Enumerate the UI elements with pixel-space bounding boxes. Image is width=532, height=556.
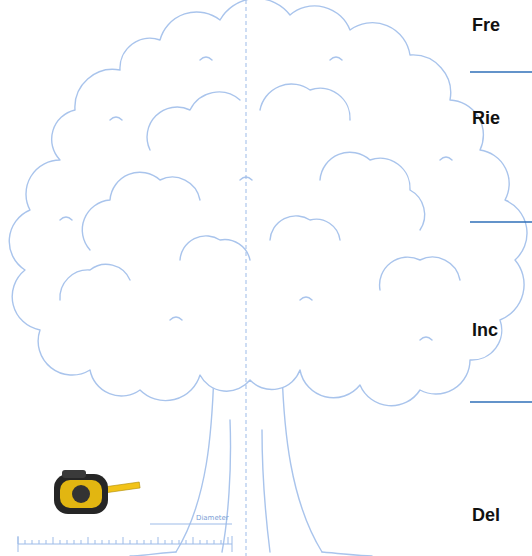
dimension-label: Diameter [196, 514, 229, 522]
ruler-tick [95, 540, 96, 544]
ruler-tick [67, 540, 68, 544]
ruler-tick [200, 540, 201, 544]
ruler-tick [221, 540, 222, 544]
ruler-tick [25, 540, 26, 544]
ruler-tick [46, 540, 47, 544]
ruler-tick [123, 537, 124, 544]
ruler-tick [214, 540, 215, 544]
ruler-tick [158, 537, 159, 544]
section-heading: Fre [472, 15, 500, 36]
ruler-tick [130, 540, 131, 544]
ruler-tick [151, 540, 152, 544]
ruler-tick [186, 540, 187, 544]
ruler-tick [193, 537, 194, 544]
ruler-tick [88, 537, 89, 544]
ruler-tick [39, 540, 40, 544]
ruler-tick [179, 540, 180, 544]
ruler-tick [102, 540, 103, 544]
section-heading: Del [472, 505, 500, 526]
section-heading: Rie [472, 108, 500, 129]
ruler-tick [32, 540, 33, 544]
ruler-tick [228, 537, 229, 544]
ruler-tick [18, 537, 19, 544]
ruler-tick [207, 540, 208, 544]
ruler-tick [60, 540, 61, 544]
ruler-tick [116, 540, 117, 544]
ruler-tick [172, 540, 173, 544]
ruler-tick [109, 540, 110, 544]
tape-measure [54, 470, 140, 514]
ruler-tick [137, 540, 138, 544]
ruler-tick [81, 540, 82, 544]
ruler-tick [144, 540, 145, 544]
ruler-tick [165, 540, 166, 544]
section-heading: Inc [472, 320, 498, 341]
ruler-tick [74, 540, 75, 544]
ruler-tick [53, 537, 54, 544]
